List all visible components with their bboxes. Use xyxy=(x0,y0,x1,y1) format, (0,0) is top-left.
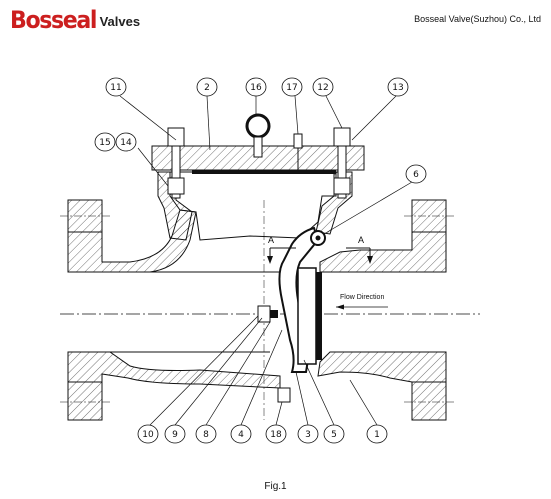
gasket xyxy=(192,170,336,174)
svg-text:10: 10 xyxy=(142,430,154,440)
section-label-right: A xyxy=(358,235,364,245)
callout-5: 5 xyxy=(323,424,345,444)
plug-17 xyxy=(293,133,303,149)
eye-bolt-shank xyxy=(253,136,263,158)
body-left-neck-bottom xyxy=(67,351,281,389)
callout-3: 3 xyxy=(297,424,319,444)
svg-text:11: 11 xyxy=(110,83,121,93)
logo-sub-text: Valves xyxy=(99,14,141,29)
callout-6: 6 xyxy=(405,164,427,184)
stud-nut-right-bottom xyxy=(333,177,351,195)
svg-text:3: 3 xyxy=(305,430,311,440)
callout-9: 9 xyxy=(164,424,186,444)
svg-text:18: 18 xyxy=(270,430,282,440)
svg-text:1: 1 xyxy=(374,430,380,440)
callout-12: 12 xyxy=(312,77,334,97)
callout-16: 16 xyxy=(245,77,267,97)
hinge-arm xyxy=(278,226,320,373)
body-right-flange-lower xyxy=(411,381,447,421)
bottom-plug xyxy=(277,387,291,403)
svg-text:13: 13 xyxy=(392,83,403,93)
stud-left xyxy=(171,145,181,199)
stud-nut-left-bottom xyxy=(167,177,185,195)
svg-text:14: 14 xyxy=(120,138,132,148)
callout-17: 17 xyxy=(281,77,303,97)
svg-text:12: 12 xyxy=(317,83,328,93)
company-name: Bosseal Valve(Suzhou) Co., Ltd xyxy=(414,14,541,24)
disc xyxy=(297,267,317,365)
callout-11: 11 xyxy=(105,77,127,97)
logo-main-text: Bosseal xyxy=(10,6,97,34)
eye-bolt-ring xyxy=(245,113,271,139)
callout-13: 13 xyxy=(387,77,409,97)
section-label-left: A xyxy=(268,235,274,245)
body-right-neck-bottom xyxy=(317,351,447,383)
seat-ring xyxy=(316,272,322,360)
svg-text:2: 2 xyxy=(204,83,210,93)
callout-10: 10 xyxy=(137,424,159,444)
stud-nut-left-top xyxy=(167,127,185,147)
leader-lines xyxy=(119,95,413,426)
callout-15: 15 xyxy=(94,132,116,152)
figure-caption: Fig.1 xyxy=(264,481,287,492)
svg-text:4: 4 xyxy=(238,430,244,440)
body-left-flange-lower xyxy=(67,381,103,421)
callout-2: 2 xyxy=(196,77,218,97)
svg-text:8: 8 xyxy=(203,430,209,440)
callout-1: 1 xyxy=(366,424,388,444)
svg-text:6: 6 xyxy=(413,170,419,180)
callout-14: 14 xyxy=(115,132,137,152)
svg-text:17: 17 xyxy=(286,83,297,93)
callout-18: 18 xyxy=(265,424,287,444)
svg-text:15: 15 xyxy=(99,138,110,148)
svg-text:9: 9 xyxy=(172,430,178,440)
svg-text:16: 16 xyxy=(250,83,262,93)
callout-4: 4 xyxy=(230,424,252,444)
flow-direction-label: Flow Direction xyxy=(340,294,384,301)
callout-8: 8 xyxy=(195,424,217,444)
body-right-neck-top xyxy=(319,231,447,273)
disc-nut xyxy=(257,305,271,323)
stud-right xyxy=(337,145,347,199)
stud-nut-right-top xyxy=(333,127,351,147)
svg-text:5: 5 xyxy=(331,430,337,440)
brand-logo: Bosseal Valves xyxy=(10,8,160,32)
